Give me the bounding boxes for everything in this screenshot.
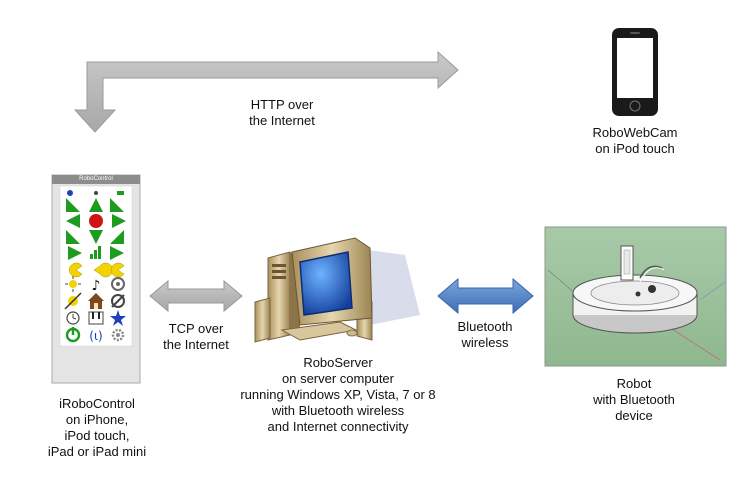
label-line: on iPod touch <box>595 141 675 156</box>
robot-label: Robot with Bluetooth device <box>584 376 684 424</box>
tcp-double-arrow <box>149 279 243 313</box>
label-line: Bluetooth <box>457 319 513 334</box>
label-line: iPad or iPad mini <box>47 444 147 459</box>
label-line: with Bluetooth wireless <box>271 403 405 418</box>
label-line: wireless <box>461 335 509 350</box>
label-line: RoboWebCam <box>592 125 678 140</box>
label-line: iRoboControl <box>59 396 135 411</box>
iphone-header: RoboControl <box>79 176 113 182</box>
svg-text:♪: ♪ <box>92 278 101 294</box>
server-label: RoboServer on server computer running Wi… <box>218 355 458 435</box>
bluetooth-link-label: Bluetooth wireless <box>432 319 538 351</box>
label-line: device <box>615 408 653 423</box>
http-link-label: HTTP over the Internet <box>218 97 346 129</box>
tcp-link-label: TCP over the Internet <box>146 321 246 353</box>
ipod-touch-device <box>612 28 658 116</box>
label-line: RoboServer <box>303 355 373 370</box>
svg-text:(ι): (ι) <box>89 329 102 343</box>
label-line: iPod touch, <box>64 428 130 443</box>
robot-scene <box>544 226 727 367</box>
iphone-label: iRoboControl on iPhone, iPod touch, iPad… <box>33 396 161 460</box>
label-line: TCP over <box>168 321 224 336</box>
label-line: and Internet connectivity <box>267 419 409 434</box>
label-line: with Bluetooth <box>593 392 675 407</box>
label-line: HTTP over <box>250 97 314 112</box>
label-line: the Internet <box>163 337 229 352</box>
http-connector-arrow <box>73 50 459 133</box>
bluetooth-double-arrow <box>437 277 534 315</box>
label-line: on server computer <box>282 371 394 386</box>
iphone-control-panel: ♪ (ι) <box>51 174 141 384</box>
label-line: Robot <box>616 376 652 391</box>
label-line: running Windows XP, Vista, 7 or 8 <box>240 387 436 402</box>
label-line: on iPhone, <box>65 412 129 427</box>
server-computer <box>254 237 420 343</box>
label-line: the Internet <box>249 113 315 128</box>
webcam-label: RoboWebCam on iPod touch <box>568 125 702 157</box>
